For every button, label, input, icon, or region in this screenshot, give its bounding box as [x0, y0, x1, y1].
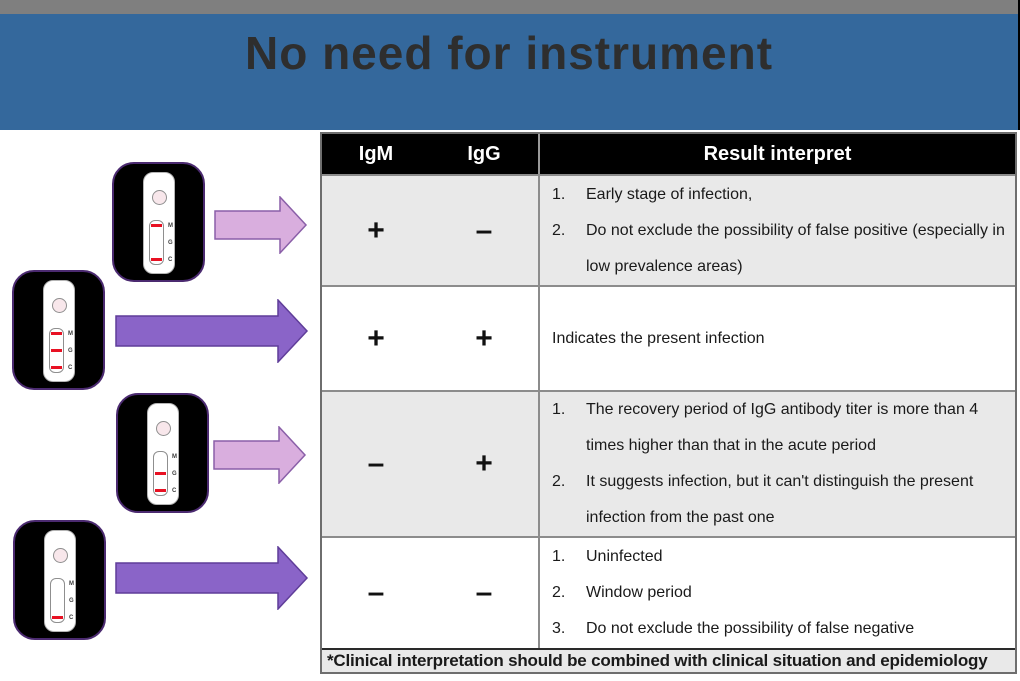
test-line-m	[51, 332, 62, 335]
igm-sign: +	[367, 213, 385, 247]
title-band: No need for instrument	[0, 14, 1020, 130]
test-line-m	[151, 224, 162, 227]
item-number: 2.	[552, 221, 566, 239]
test-cassette-igm-neg-igg-pos: M G C	[116, 393, 209, 513]
item-text: Do not exclude the possibility of false …	[586, 221, 1005, 275]
item-text: It suggests infection, but it can't dist…	[586, 473, 974, 526]
sample-well	[156, 421, 171, 436]
item-number: 2.	[552, 473, 566, 490]
window-label-g: G	[172, 471, 177, 477]
igg-sign: –	[475, 576, 493, 609]
right-arrow-icon	[214, 196, 308, 254]
result-table: IgM IgG Result interpret + – 1. Early st…	[320, 132, 1017, 674]
window-label-m: M	[172, 454, 177, 460]
item-text: Indicates the present infection	[552, 329, 765, 347]
item-text: The recovery period of IgG antibody tite…	[586, 401, 979, 454]
item-number: 2.	[552, 584, 566, 601]
item-number: 1.	[552, 185, 566, 203]
test-cassette-igm-neg-igg-neg: M G C	[13, 520, 106, 640]
test-line-c	[52, 616, 63, 619]
list-item: 3. Do not exclude the possibility of fal…	[552, 611, 1009, 647]
result-window	[50, 578, 65, 623]
result-signs: + +	[322, 287, 538, 390]
table-header-row: IgM IgG Result interpret	[322, 134, 1015, 174]
table-footnote: *Clinical interpretation should be combi…	[322, 648, 1015, 672]
igm-sign: –	[367, 447, 385, 480]
test-strip: M G C	[143, 172, 175, 274]
window-label-m: M	[69, 581, 74, 587]
interpretation-cell: 1. The recovery period of IgG antibody t…	[538, 392, 1015, 536]
interpretation-cell: Indicates the present infection	[538, 287, 1015, 390]
result-signs: – +	[322, 392, 538, 536]
test-line-c	[155, 489, 166, 492]
sample-well	[53, 548, 68, 563]
result-window	[153, 451, 168, 496]
list-item: Indicates the present infection	[552, 321, 1009, 357]
table-row: – + 1. The recovery period of IgG antibo…	[322, 390, 1015, 536]
page-title: No need for instrument	[244, 27, 774, 79]
result-window	[149, 220, 164, 265]
right-arrow-icon	[213, 426, 307, 484]
test-strip: M G C	[43, 280, 75, 382]
item-number: 1.	[552, 548, 566, 565]
window-label-g: G	[68, 348, 73, 354]
window-label-g: G	[168, 240, 173, 246]
window-label-c: C	[69, 615, 74, 621]
right-arrow-icon	[115, 299, 309, 363]
right-arrow-icon	[115, 546, 309, 610]
sample-well	[52, 298, 67, 313]
table-row: – – 1. Uninfected 2. Window period 3. Do…	[322, 536, 1015, 648]
test-strip: M G C	[147, 403, 179, 505]
window-label-c: C	[68, 365, 73, 371]
window-label-c: C	[172, 488, 177, 494]
item-text: Do not exclude the possibility of false …	[586, 620, 915, 637]
result-signs: – –	[322, 538, 538, 648]
result-signs: + –	[322, 176, 538, 285]
item-text: Early stage of infection,	[586, 185, 753, 203]
list-item: 2. Window period	[552, 575, 1009, 611]
item-number: 3.	[552, 620, 566, 637]
test-line-c	[51, 366, 62, 369]
interpretation-cell: 1. Early stage of infection, 2. Do not e…	[538, 176, 1015, 285]
list-item: 2. It suggests infection, but it can't d…	[552, 464, 1009, 536]
result-window	[49, 328, 64, 373]
test-strip: M G C	[44, 530, 76, 632]
column-header-igm: IgM	[358, 142, 394, 165]
window-label-c: C	[168, 257, 173, 263]
sample-well	[152, 190, 167, 205]
igm-sign: –	[367, 576, 385, 609]
igg-sign: –	[475, 213, 493, 247]
header-antibody-columns: IgM IgG	[322, 134, 538, 174]
test-cassette-igm-pos-igg-neg: M G C	[112, 162, 205, 282]
test-line-c	[151, 258, 162, 261]
item-text: Window period	[586, 584, 692, 601]
list-item: 1. Early stage of infection,	[552, 177, 1009, 213]
window-label-m: M	[168, 223, 173, 229]
item-number: 1.	[552, 401, 566, 418]
table-row: + + Indicates the present infection	[322, 285, 1015, 390]
list-item: 1. Uninfected	[552, 539, 1009, 575]
igm-sign: +	[367, 321, 385, 355]
table-row: + – 1. Early stage of infection, 2. Do n…	[322, 174, 1015, 285]
igg-sign: +	[475, 447, 493, 480]
column-header-interpret: Result interpret	[538, 134, 1015, 174]
interpretation-cell: 1. Uninfected 2. Window period 3. Do not…	[538, 538, 1015, 648]
test-cassette-igm-pos-igg-pos: M G C	[12, 270, 105, 390]
list-item: 2. Do not exclude the possibility of fal…	[552, 213, 1009, 285]
column-header-igg: IgG	[467, 142, 501, 165]
top-gray-bar	[0, 0, 1020, 14]
test-line-g	[155, 472, 166, 475]
window-label-m: M	[68, 331, 73, 337]
list-item: 1. The recovery period of IgG antibody t…	[552, 392, 1009, 464]
test-line-g	[51, 349, 62, 352]
igg-sign: +	[475, 321, 493, 355]
item-text: Uninfected	[586, 548, 663, 565]
window-label-g: G	[69, 598, 74, 604]
